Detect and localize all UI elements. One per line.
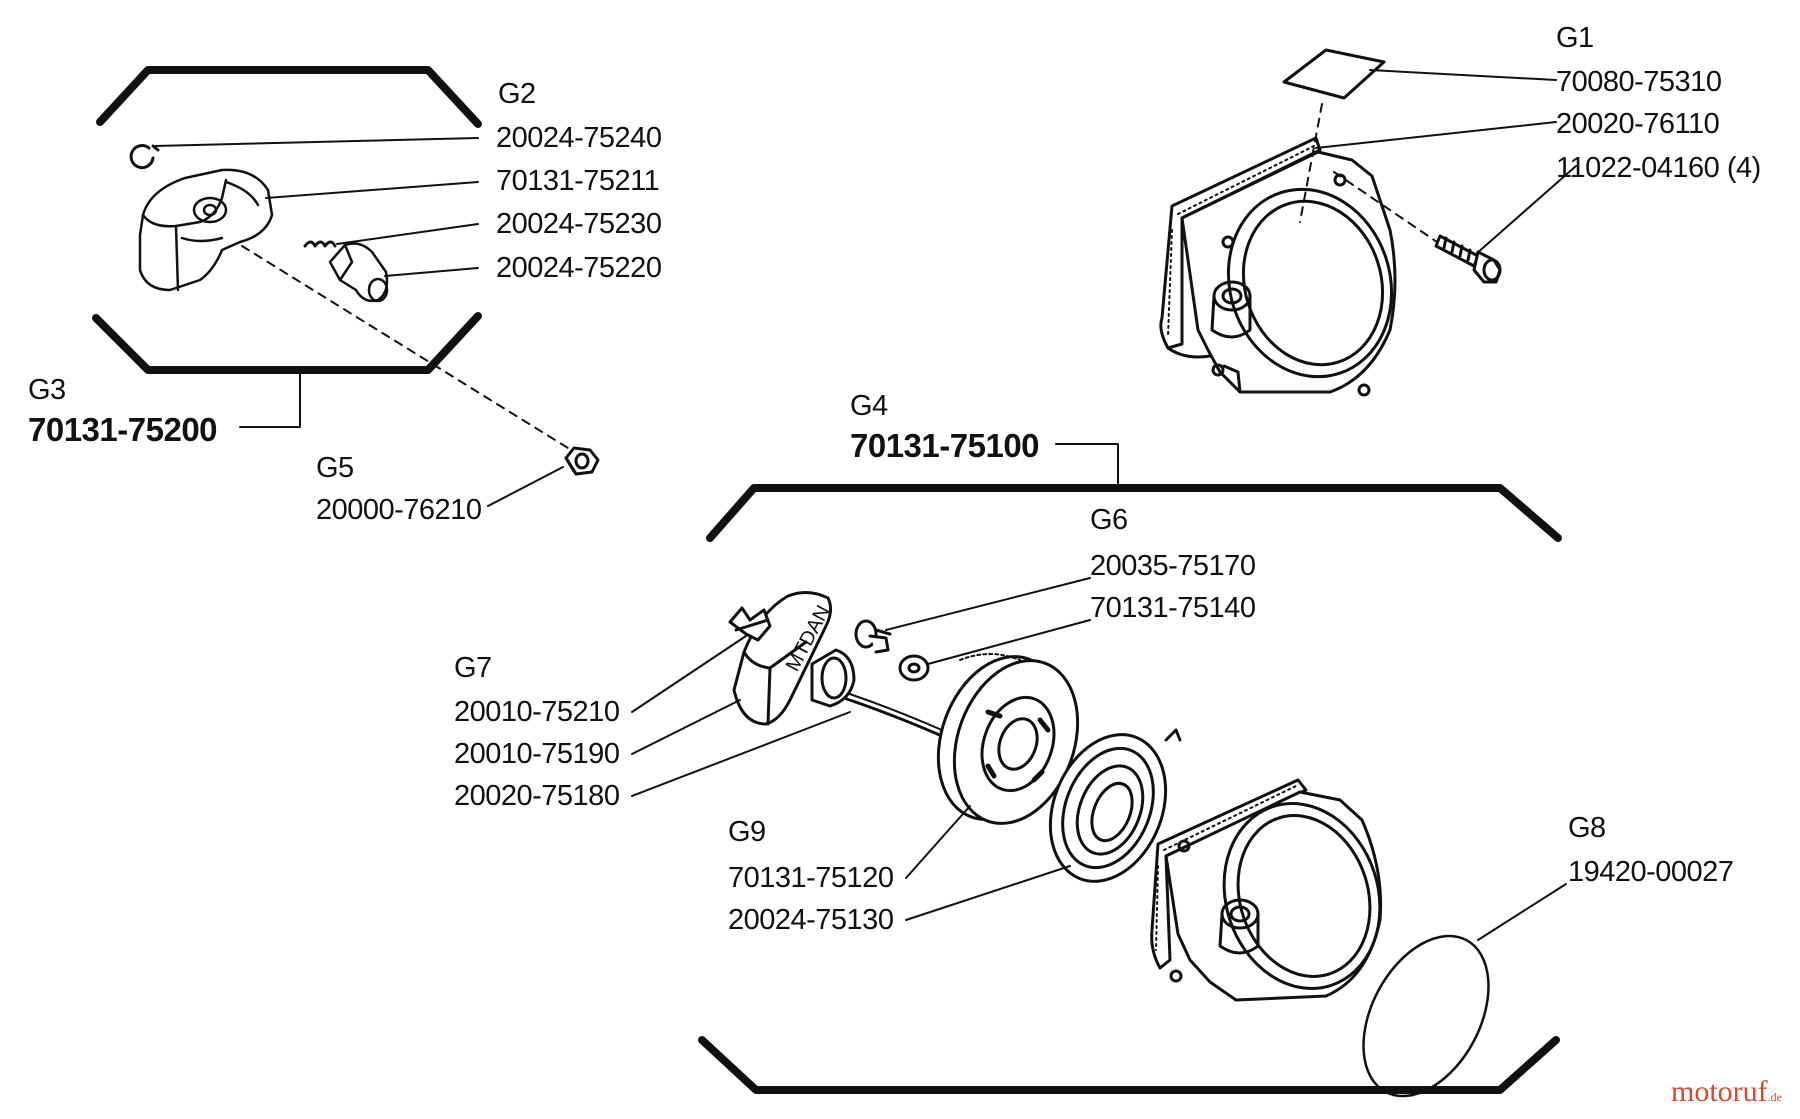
g2-group-label: G2 xyxy=(498,78,536,110)
part-number-label: 11022-04160 (4) xyxy=(1556,152,1761,184)
rear-housing-part xyxy=(1150,778,1383,1002)
part-number-label: 19420-00027 xyxy=(1568,856,1734,888)
part-number-label: 70131-75140 xyxy=(1090,592,1256,624)
spring-part xyxy=(303,240,337,248)
label-sticker-part xyxy=(1282,48,1386,100)
g3-assembly-number: 70131-75200 xyxy=(28,411,218,448)
watermark-tld: .de xyxy=(1767,1090,1782,1104)
washer-part xyxy=(898,654,930,682)
part-number-label: 20024-75230 xyxy=(496,208,662,240)
g3-axis-dashed xyxy=(241,245,569,449)
g1-group-label: G1 xyxy=(1556,22,1594,54)
g7-group-label: G7 xyxy=(454,652,492,684)
handle-part: MTDAN xyxy=(732,591,835,726)
part-number-label: 20020-75180 xyxy=(454,780,620,812)
rope-knot-part xyxy=(728,606,772,642)
pulley-part xyxy=(936,653,1080,825)
part-number-label: 20010-75190 xyxy=(454,738,620,770)
part-number-label: 20010-75210 xyxy=(454,696,620,728)
g4-assembly-number: 70131-75100 xyxy=(850,427,1040,464)
g6-group-label: G6 xyxy=(1090,504,1128,536)
g8-group-label: G8 xyxy=(1568,812,1606,844)
part-number-label: 20020-76110 xyxy=(1556,108,1720,140)
part-number-label: 20024-75220 xyxy=(496,252,662,284)
g4-group-label: G4 xyxy=(850,390,888,422)
watermark-logo: motoruf.de xyxy=(1671,1075,1782,1109)
g9-group-label: G9 xyxy=(728,816,766,848)
circlip-part xyxy=(129,144,155,170)
g4-bracket-bottom xyxy=(698,1036,1560,1094)
part-number-label: 70131-75211 xyxy=(496,165,660,197)
pawl-carrier-part xyxy=(138,168,274,292)
part-number-label: 20024-75130 xyxy=(728,904,894,936)
pawl-part xyxy=(328,242,389,303)
g3-bracket-stem xyxy=(239,369,301,428)
starter-housing-part xyxy=(1159,136,1397,397)
watermark-name: motoruf xyxy=(1671,1075,1768,1108)
part-number-label: 20035-75170 xyxy=(1090,550,1256,582)
g4-bracket-top xyxy=(706,484,1562,542)
nut-part xyxy=(564,446,600,476)
part-number-label: 20024-75240 xyxy=(496,122,662,154)
cover-ring-part xyxy=(1362,934,1490,1098)
g3-bracket-top xyxy=(96,66,482,128)
g3-group-label: G3 xyxy=(28,374,66,406)
g4-bracket-stem xyxy=(1055,443,1119,489)
part-number-label: 20000-76210 xyxy=(316,494,482,526)
screw-part xyxy=(1434,234,1502,284)
g5-group-label: G5 xyxy=(316,452,354,484)
pulley-screw-part xyxy=(854,619,892,654)
recoil-spring-part xyxy=(1048,728,1182,883)
part-number-label: 70080-75310 xyxy=(1556,66,1722,98)
part-number-label: 70131-75120 xyxy=(728,862,894,894)
g3-bracket-bottom xyxy=(92,312,482,374)
